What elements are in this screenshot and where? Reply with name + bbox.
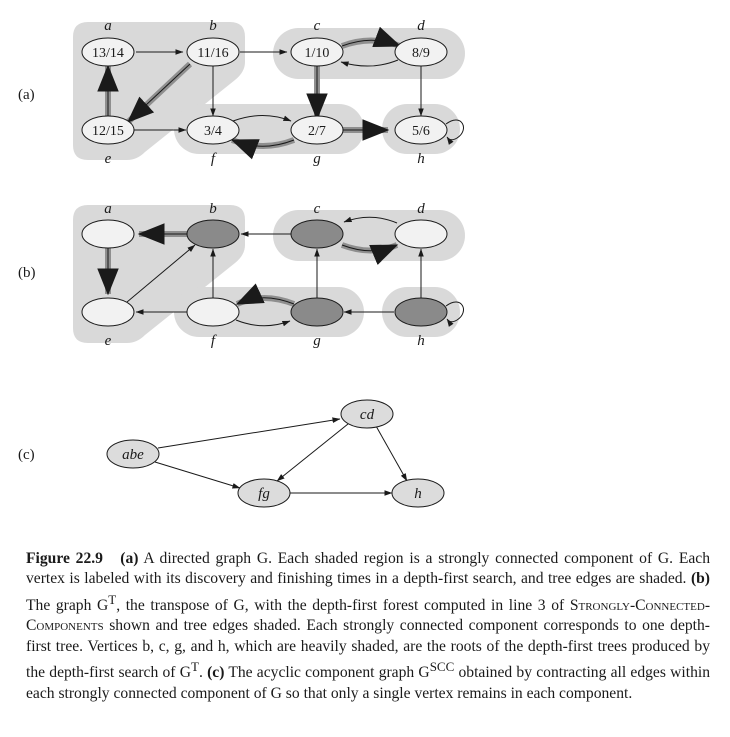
name-c: c bbox=[314, 18, 321, 34]
name-g-b: g bbox=[313, 333, 321, 349]
vertex-d-b bbox=[394, 219, 448, 249]
caption-part-c-text-2: obtained by contracting all edges within… bbox=[26, 664, 710, 702]
caption-part-c-sup: SCC bbox=[429, 659, 455, 675]
component-fg bbox=[237, 478, 291, 508]
edge-abe-cd bbox=[157, 417, 341, 449]
edge-e-b bbox=[126, 244, 196, 303]
caption-part-a-text: A directed graph G. Each shaded region i… bbox=[26, 550, 711, 588]
vertices-a bbox=[81, 37, 448, 145]
vertex-h bbox=[394, 115, 448, 145]
vertex-a bbox=[81, 37, 135, 67]
vertex-b-b bbox=[186, 219, 240, 249]
caption-part-b-sup-2: T bbox=[190, 659, 199, 675]
scc-figure: (a) bbox=[18, 18, 465, 508]
edge-d-c-b bbox=[343, 216, 398, 224]
name-g: g bbox=[313, 151, 321, 167]
time-a: 13/14 bbox=[92, 46, 124, 61]
vertex-c-b bbox=[290, 219, 344, 249]
label-cd: cd bbox=[360, 407, 375, 423]
panel-a-tag: (a) bbox=[18, 87, 35, 103]
name-f-b: f bbox=[211, 333, 217, 349]
name-b-b: b bbox=[209, 201, 217, 217]
vertex-d bbox=[394, 37, 448, 67]
vertex-g bbox=[290, 115, 344, 145]
caption-part-b-sup-1: T bbox=[108, 591, 117, 607]
edges-a bbox=[134, 49, 464, 145]
figure-caption: Figure 22.9 (a) A directed graph G. Each… bbox=[26, 549, 710, 704]
name-a-b: a bbox=[104, 201, 112, 217]
vertex-c bbox=[290, 37, 344, 67]
components-c bbox=[106, 399, 445, 508]
vertices-b bbox=[81, 219, 448, 327]
edge-cd-fg bbox=[276, 423, 349, 482]
caption-part-b-text-1: The graph G bbox=[26, 597, 109, 614]
name-d: d bbox=[417, 18, 425, 34]
name-f: f bbox=[211, 151, 217, 167]
caption-part-b-tag: (b) bbox=[690, 570, 710, 588]
name-h-b: h bbox=[417, 333, 425, 349]
caption-procedure-name: Strongly-Connected-Components bbox=[26, 597, 711, 635]
edge-f-g bbox=[232, 115, 292, 122]
vertex-g-b bbox=[290, 297, 344, 327]
panel-c-tag: (c) bbox=[18, 447, 35, 463]
component-h bbox=[391, 478, 445, 508]
edge-cd-h bbox=[375, 425, 408, 482]
time-g: 2/7 bbox=[308, 124, 326, 139]
edge-h-h bbox=[445, 119, 464, 145]
name-e: e bbox=[105, 151, 112, 167]
edge-d-c bbox=[340, 59, 399, 67]
name-d-b: d bbox=[417, 201, 425, 217]
name-c-b: c bbox=[314, 201, 321, 217]
edges-b bbox=[126, 216, 464, 327]
panel-b: (b) bbox=[18, 201, 465, 349]
name-e-b: e bbox=[105, 333, 112, 349]
label-abe: abe bbox=[122, 447, 144, 463]
time-b: 11/16 bbox=[197, 46, 228, 61]
vertex-a-b bbox=[81, 219, 135, 249]
label-h: h bbox=[414, 486, 422, 502]
edge-f-g-b bbox=[235, 319, 291, 327]
edge-abe-fg bbox=[154, 461, 241, 489]
caption-part-b-text-4: . bbox=[198, 664, 203, 682]
name-h: h bbox=[417, 151, 425, 167]
caption-part-a-tag: (a) bbox=[120, 550, 139, 567]
figure-label: Figure 22.9 bbox=[26, 550, 103, 567]
label-fg: fg bbox=[258, 486, 270, 502]
edges-c bbox=[154, 417, 408, 496]
vertex-f bbox=[186, 115, 240, 145]
time-d: 8/9 bbox=[412, 46, 430, 61]
name-a: a bbox=[104, 18, 112, 34]
caption-part-b-text-3: shown and tree edges shaded. Each strong… bbox=[26, 617, 710, 682]
edge-h-h-b bbox=[445, 301, 464, 327]
vertex-h-b bbox=[394, 297, 448, 327]
time-f: 3/4 bbox=[204, 124, 222, 139]
panel-b-tag: (b) bbox=[18, 265, 36, 281]
vertex-e-b bbox=[81, 297, 135, 327]
vertex-e bbox=[81, 115, 135, 145]
component-abe bbox=[106, 439, 160, 469]
vertex-b bbox=[186, 37, 240, 67]
caption-part-b-text-2: , the transpose of G, with the depth-fir… bbox=[116, 597, 565, 614]
time-h: 5/6 bbox=[412, 124, 430, 139]
name-b: b bbox=[209, 18, 217, 34]
panel-c: (c) abe cd fg h bbox=[18, 399, 445, 508]
panel-a: (a) bbox=[18, 18, 465, 167]
caption-part-c-text-1: The acyclic component graph G bbox=[228, 664, 430, 682]
time-e: 12/15 bbox=[92, 124, 124, 139]
caption-part-c-tag: (c) bbox=[207, 664, 225, 682]
time-c: 1/10 bbox=[305, 46, 330, 61]
component-cd bbox=[340, 399, 394, 429]
vertex-f-b bbox=[186, 297, 240, 327]
